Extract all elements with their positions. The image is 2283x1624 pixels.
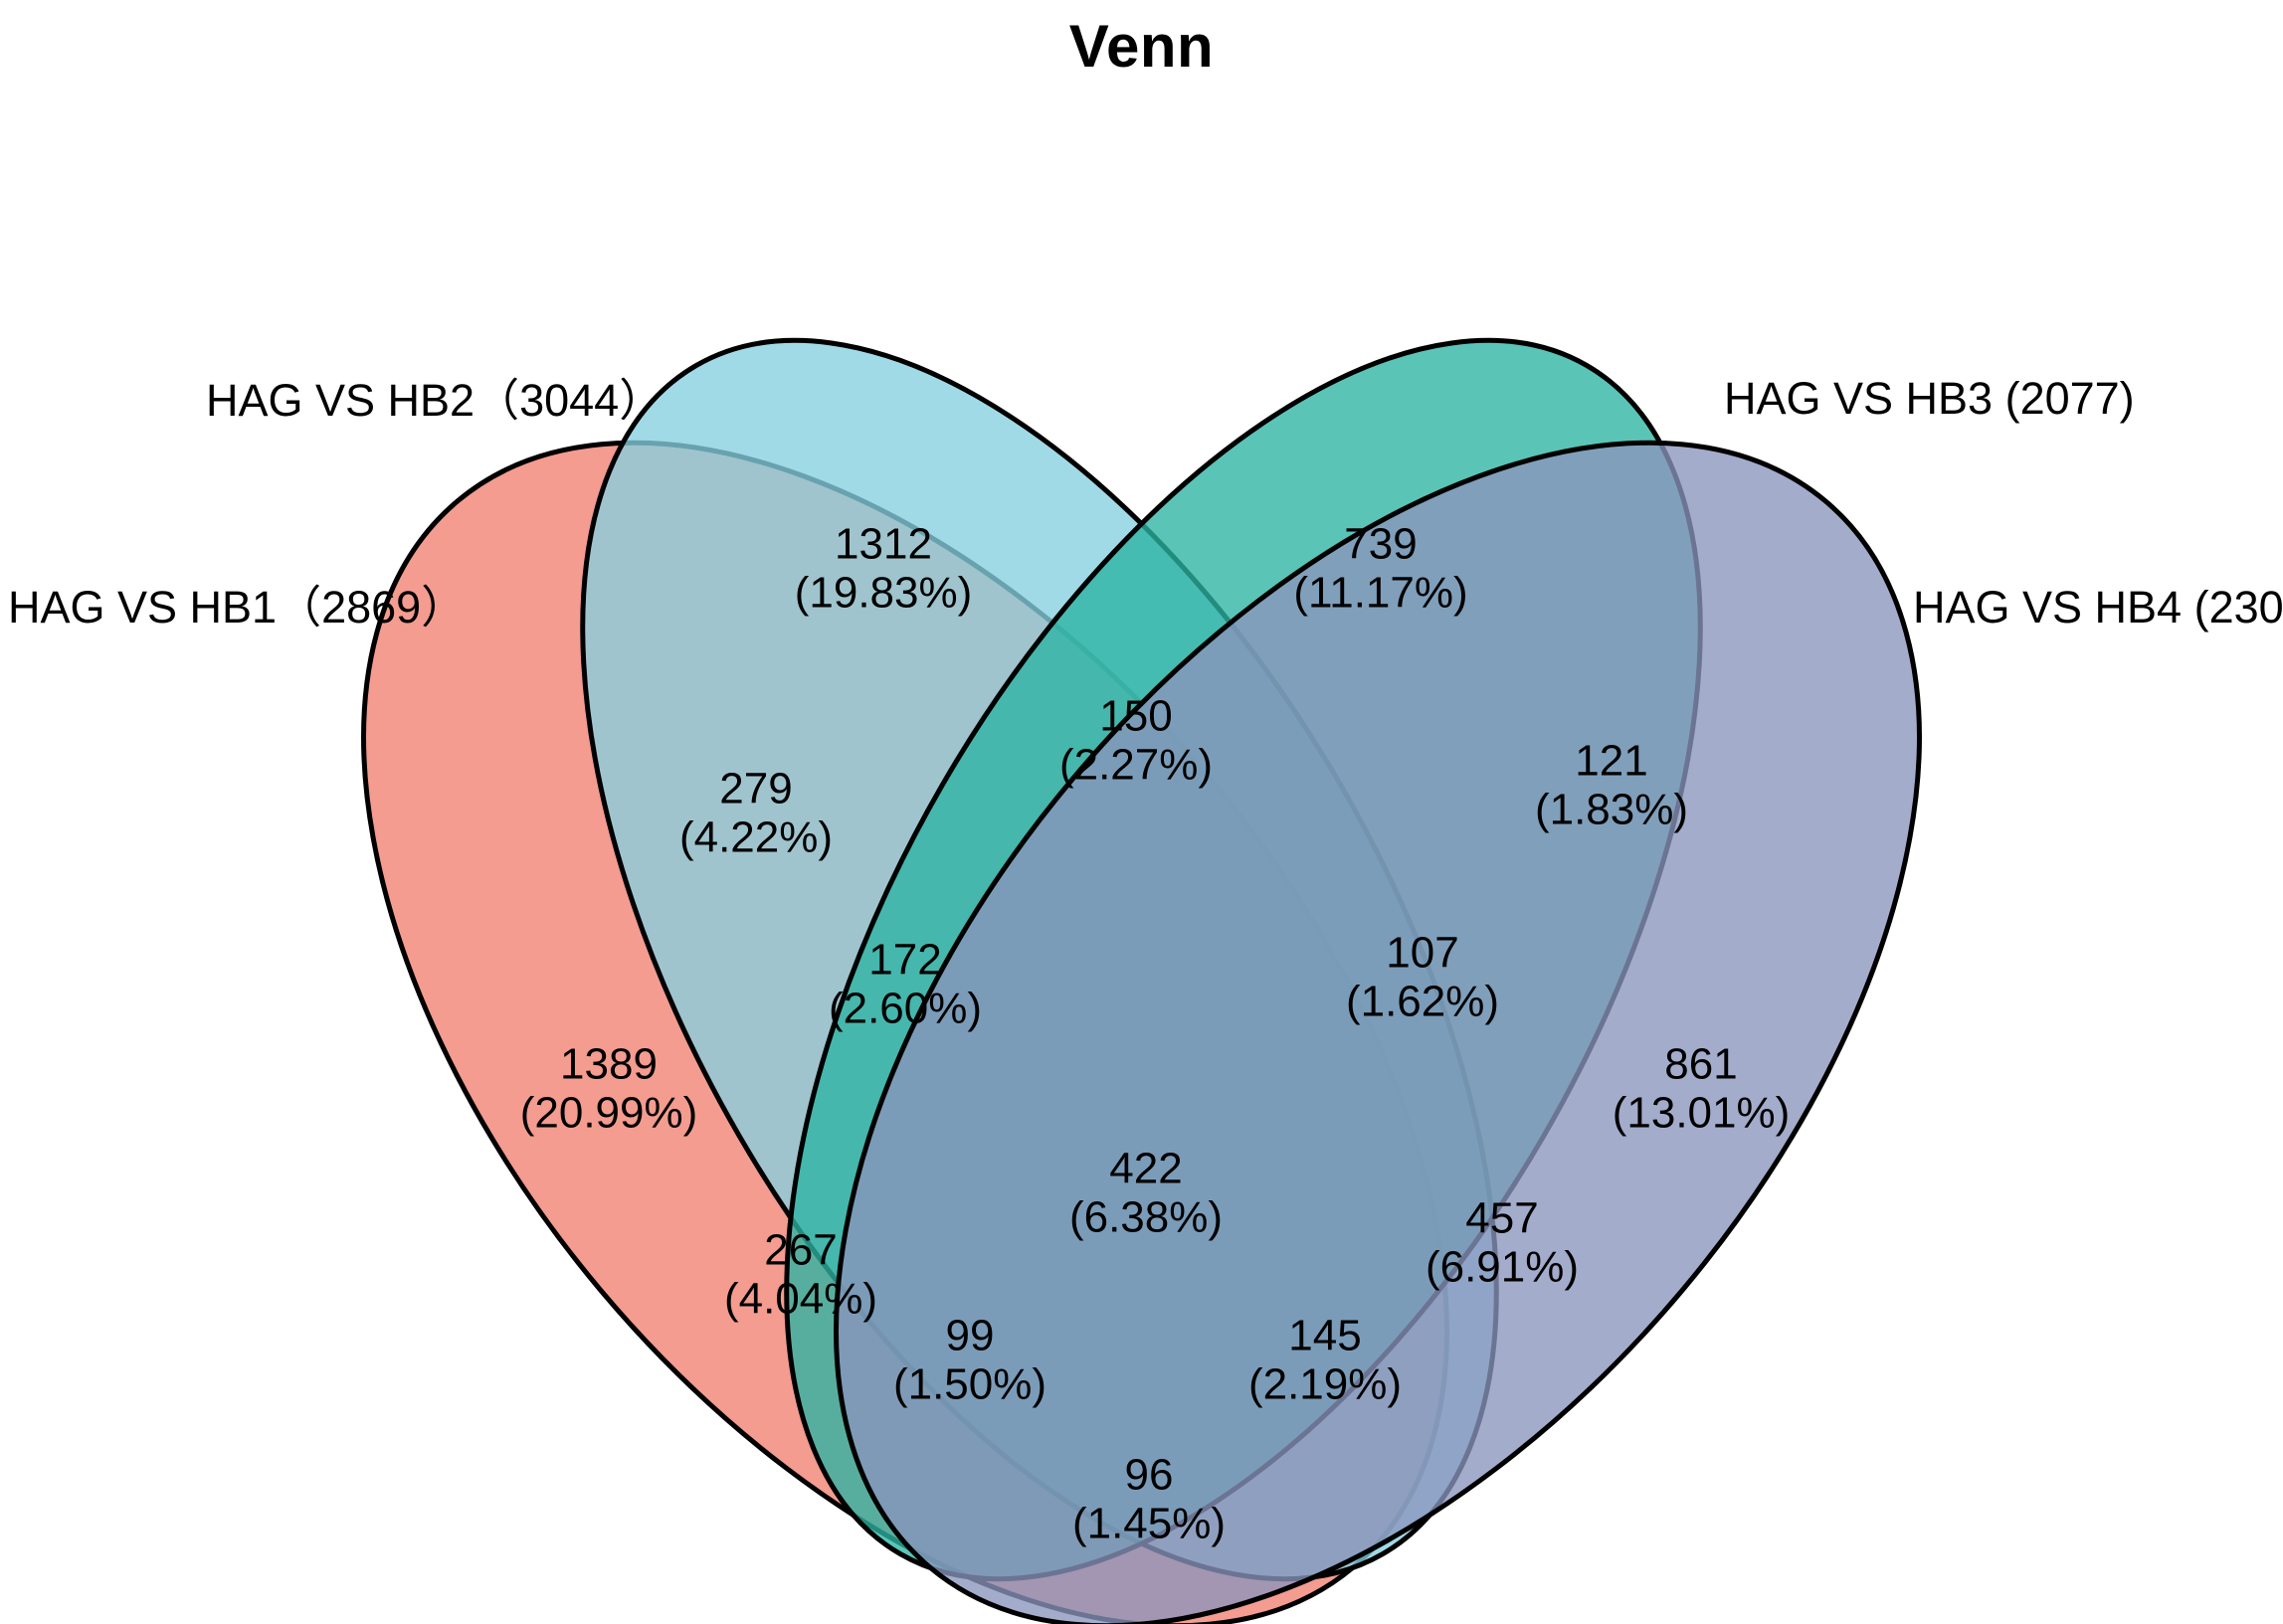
set-label-hb1: HAG VS HB1（2869） bbox=[8, 582, 467, 632]
ellipse-set-hb4 bbox=[834, 440, 1922, 1624]
set-label-hb2: HAG VS HB2（3044） bbox=[206, 375, 665, 426]
set-label-hb3: HAG VS HB3 (2077) bbox=[1724, 373, 2135, 424]
page-title: Venn bbox=[1068, 13, 1215, 80]
set-label-hb4: HAG VS HB4 (2308) bbox=[1913, 582, 2283, 632]
